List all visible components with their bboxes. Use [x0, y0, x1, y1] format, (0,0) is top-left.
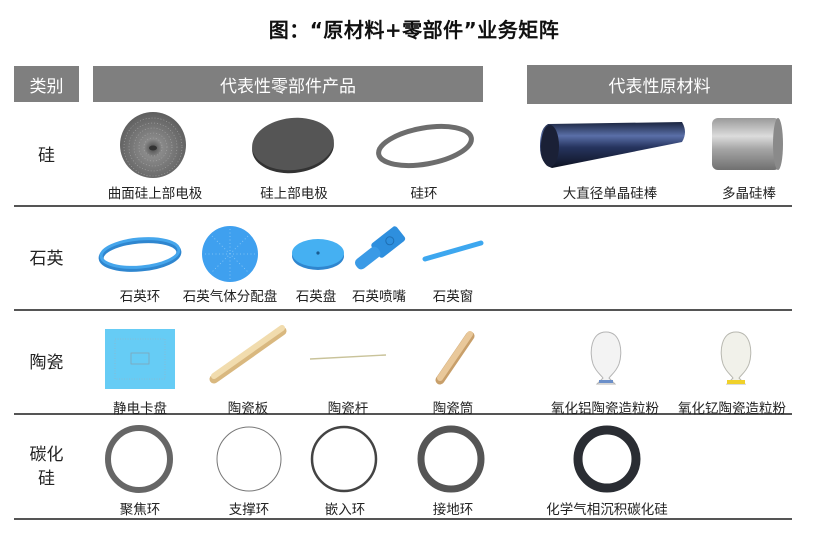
part-label: 陶瓷杆: [327, 401, 369, 417]
part-label: 接地环: [432, 502, 474, 518]
yttria-ceramic-granulation-powder-image: [720, 331, 752, 385]
part-label: 支撑环: [228, 502, 270, 518]
part-label: 嵌入环: [324, 502, 366, 518]
row-separator: [14, 309, 792, 311]
part-label: 陶瓷筒: [432, 401, 474, 417]
quartz-ring-image: [98, 237, 182, 272]
header-category-label: 类别: [29, 76, 64, 97]
material-label: 氧化铝陶瓷造粒粉: [551, 401, 659, 417]
part-label: 聚焦环: [119, 502, 161, 518]
embedded-ring-image: [310, 425, 378, 493]
part-label: 石英窗: [432, 289, 474, 305]
quartz-nozzle-image: [355, 226, 406, 270]
focus-ring-image: [105, 425, 173, 493]
row-separator: [14, 518, 792, 520]
material-label: 大直径单晶硅棒: [562, 186, 658, 202]
material-label: 化学气相沉积碳化硅: [546, 502, 668, 518]
material-label: 氧化钇陶瓷造粒粉: [678, 401, 786, 417]
part-label: 硅上部电极: [260, 186, 328, 202]
silicon-ring-image: [376, 123, 474, 169]
cvd-silicon-carbide-image: [573, 425, 641, 493]
part-label: 石英气体分配盘: [182, 289, 278, 305]
category-silicon: 硅: [38, 146, 55, 166]
quartz-disc-image: [292, 239, 344, 270]
silicon-electrode-image: [252, 117, 334, 174]
part-label: 硅环: [410, 186, 438, 202]
quartz-gas-distribution-plate-image: [202, 226, 258, 282]
part-label: 石英环: [119, 289, 161, 305]
ceramic-plate-image: [209, 325, 287, 384]
category-ceramics: 陶瓷: [29, 353, 64, 373]
row-separator: [14, 205, 792, 207]
category-silicon-carbide: 碳化 硅: [14, 443, 79, 491]
figure-title: 图：“原材料+零部件”业务矩阵: [268, 18, 560, 42]
header-parts: 代表性零部件产品: [93, 66, 483, 102]
part-label: 陶瓷板: [227, 401, 269, 417]
category-quartz: 石英: [29, 249, 64, 269]
header-materials: 代表性原材料: [527, 65, 792, 104]
row-separator: [14, 413, 792, 415]
large-monocrystalline-silicon-rod-image: [540, 122, 685, 168]
alumina-ceramic-granulation-powder-image: [590, 331, 622, 385]
ceramic-rod-image: [309, 354, 387, 360]
support-ring-image: [216, 426, 282, 492]
curved-silicon-electrode-image: [120, 112, 186, 178]
quartz-window-image: [422, 240, 484, 262]
part-label: 石英喷嘴: [352, 289, 406, 305]
part-label: 石英盘: [295, 289, 337, 305]
category-silicon-carbide-line2: 硅: [38, 469, 55, 489]
header-category: 类别: [14, 66, 79, 102]
part-label: 曲面硅上部电极: [107, 186, 203, 202]
header-parts-label: 代表性零部件产品: [220, 76, 356, 97]
part-label: 静电卡盘: [113, 401, 167, 417]
electrostatic-chuck-image: [105, 329, 175, 389]
polycrystalline-silicon-rod-image: [712, 118, 783, 170]
ground-ring-image: [417, 425, 485, 493]
ceramic-tube-image: [435, 331, 475, 385]
material-label: 多晶硅棒: [722, 186, 776, 202]
category-silicon-carbide-line1: 碳化: [29, 445, 64, 465]
header-materials-label: 代表性原材料: [608, 77, 711, 97]
